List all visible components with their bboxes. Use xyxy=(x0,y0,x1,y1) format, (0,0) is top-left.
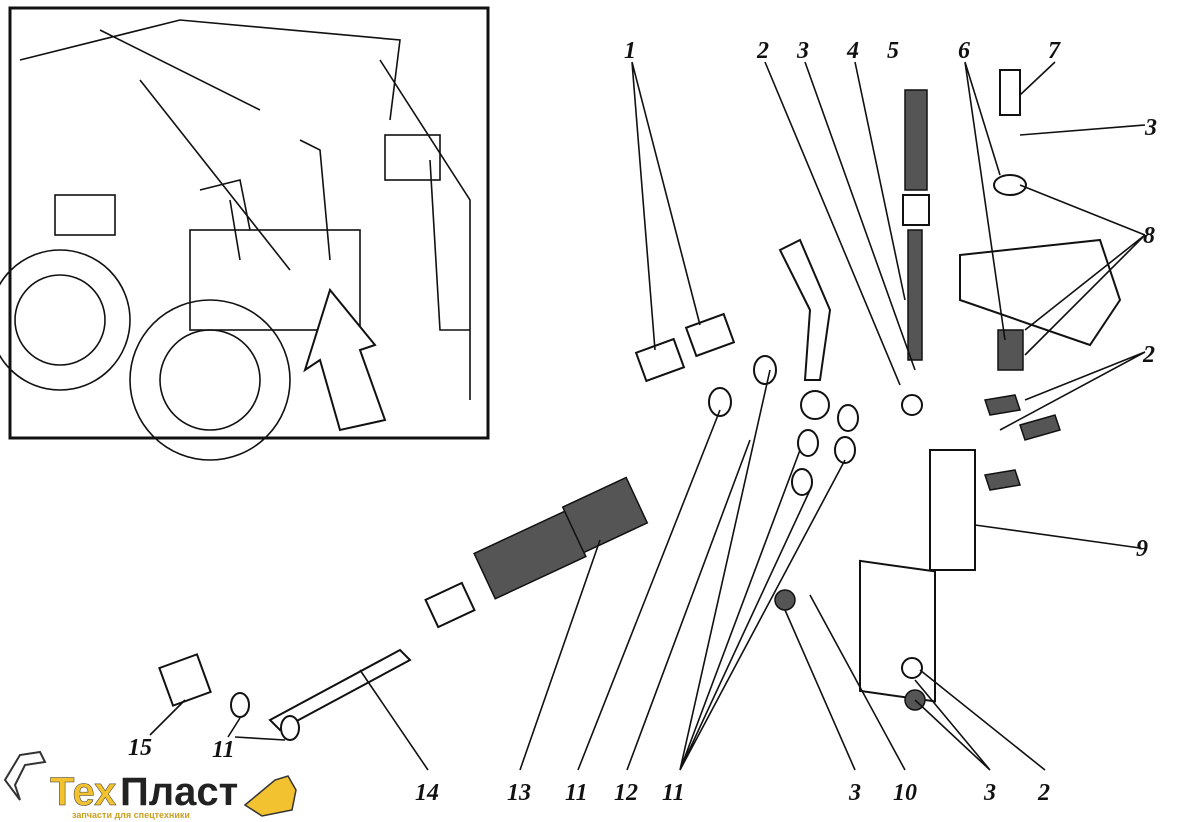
techplast-logo: Тех Пласт запчасти для спецтехники xyxy=(3,750,297,820)
callout-label: 7 xyxy=(1048,38,1061,64)
callout-label: 11 xyxy=(212,737,235,763)
callout-label: 15 xyxy=(128,735,152,761)
callout-label: 12 xyxy=(614,780,638,806)
logo-name-part2: Пласт xyxy=(120,770,238,814)
leader-lines xyxy=(149,61,1146,771)
callout-label: 8 xyxy=(1143,223,1155,249)
logo-tagline: запчасти для спецтехники xyxy=(72,810,190,820)
callout-label: 3 xyxy=(983,780,996,806)
callout-label: 2 xyxy=(1142,342,1155,368)
callout-labels: 1 2 3 4 5 6 7 3 8 2 9 15 11 14 13 11 12 … xyxy=(128,38,1157,806)
callout-label: 14 xyxy=(415,780,439,806)
callout-label: 9 xyxy=(1136,536,1148,562)
callout-label: 2 xyxy=(1037,780,1050,806)
callout-label: 6 xyxy=(958,38,970,64)
callout-label: 11 xyxy=(565,780,588,806)
callout-label: 4 xyxy=(846,38,859,64)
callout-label: 5 xyxy=(887,38,899,64)
callout-label: 10 xyxy=(893,780,917,806)
callout-label: 2 xyxy=(756,38,769,64)
excavator-bucket-icon xyxy=(3,750,47,801)
callout-label: 13 xyxy=(507,780,531,806)
callout-label: 3 xyxy=(796,38,809,64)
inset-overview xyxy=(0,6,490,461)
logo-name-part1: Тех xyxy=(50,770,116,814)
arrow-icon xyxy=(303,287,387,432)
bulldozer-blade-icon xyxy=(243,775,297,817)
callout-label: 11 xyxy=(662,780,685,806)
callout-label: 3 xyxy=(1144,115,1157,141)
callout-label: 3 xyxy=(848,780,861,806)
parts xyxy=(158,69,1122,741)
callout-label: 1 xyxy=(624,38,636,64)
